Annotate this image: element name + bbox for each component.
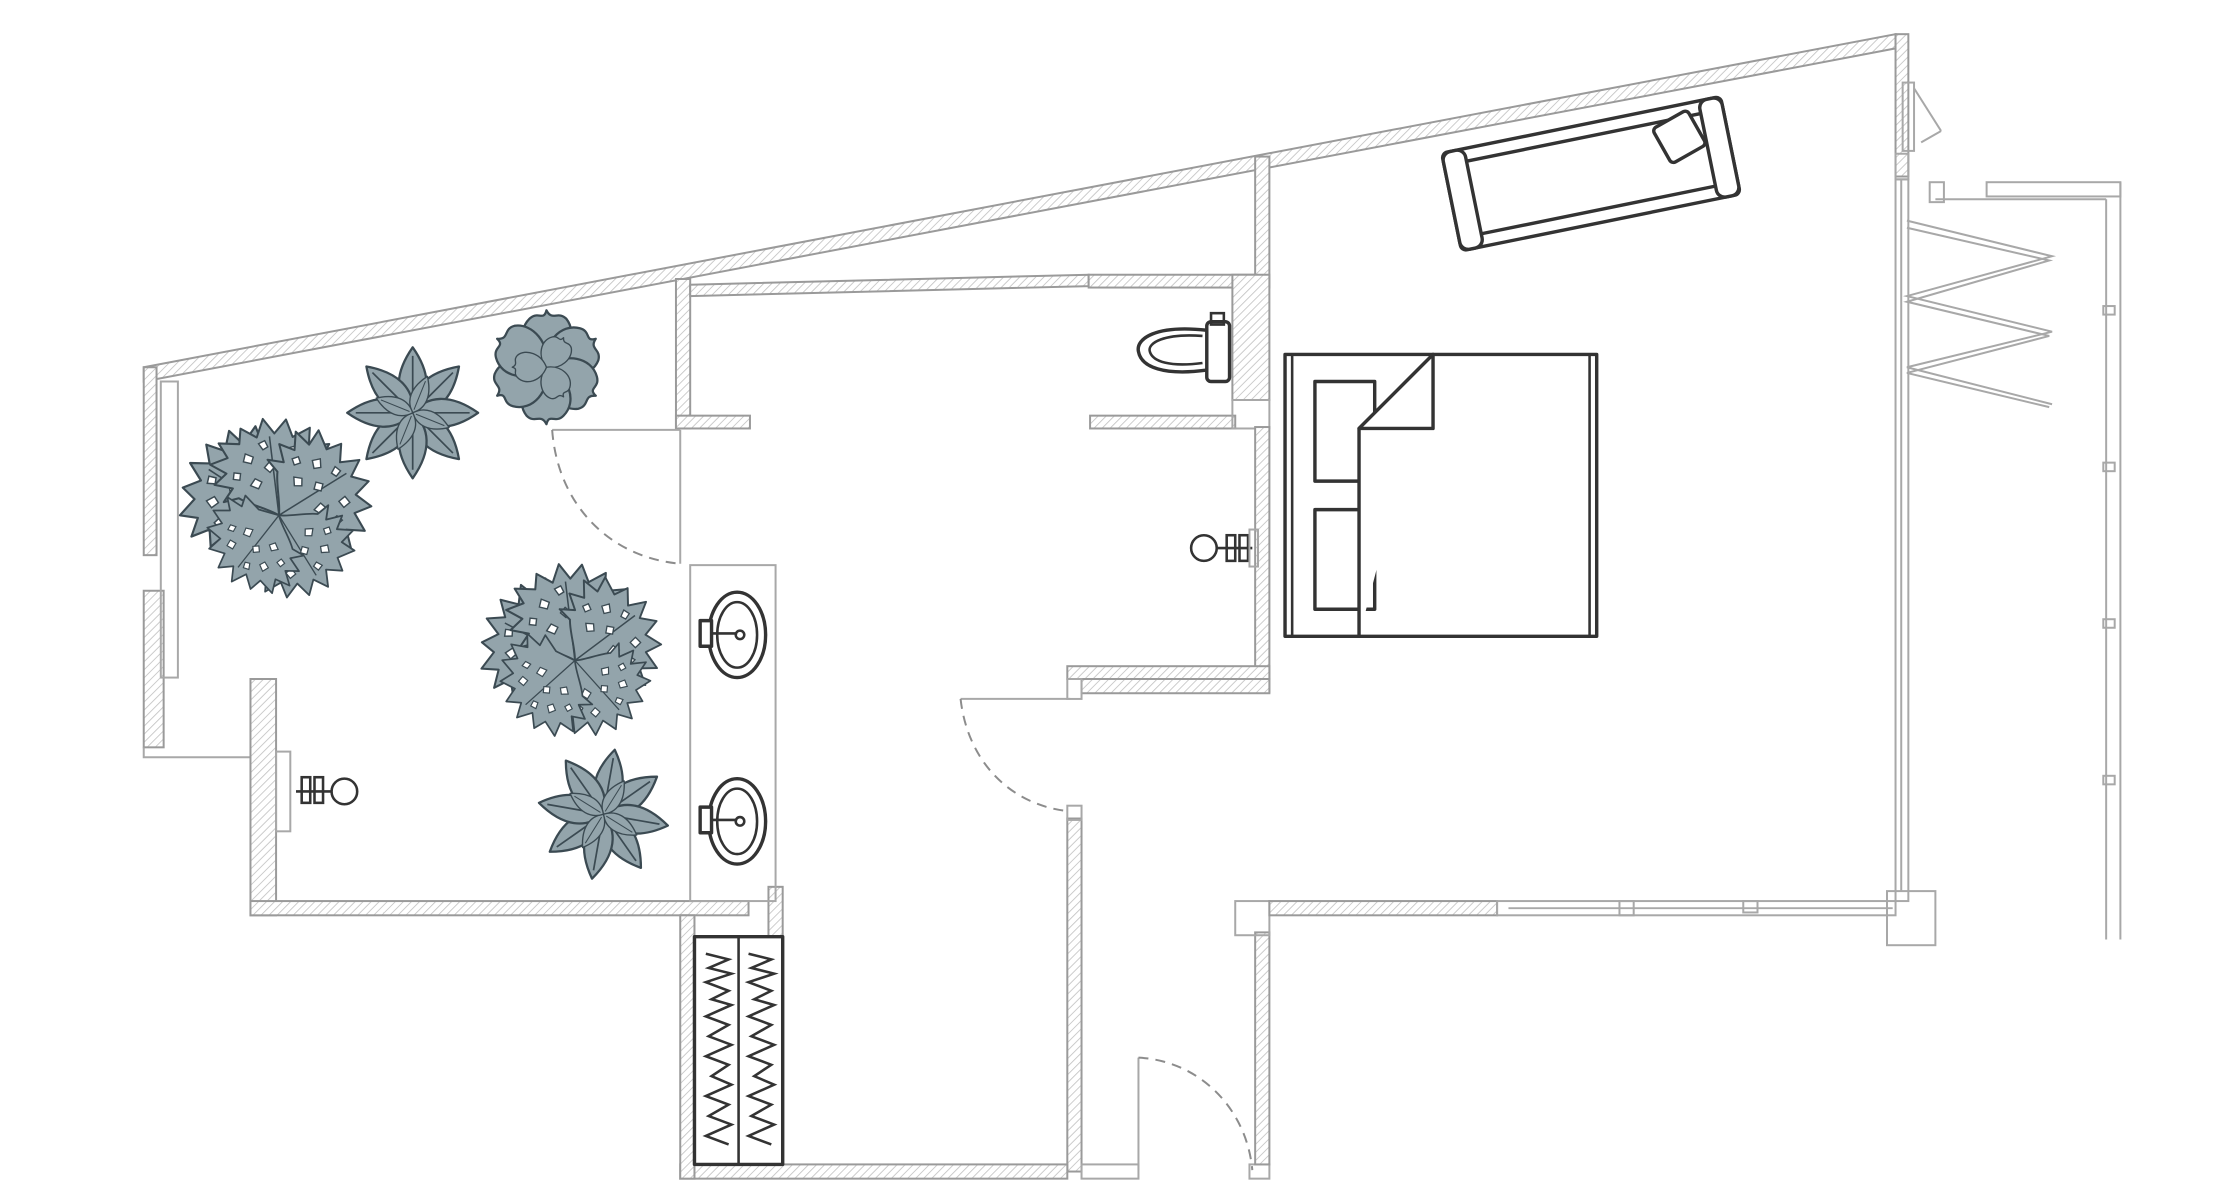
- doors: [551, 428, 1254, 1171]
- walls: [142, 32, 2122, 1180]
- succulent-plant-icon: [535, 746, 672, 883]
- windows: [1901, 81, 2057, 409]
- washbasin-icon: [698, 590, 768, 680]
- bed-icon: [1283, 352, 1599, 639]
- shower-icon: [1189, 528, 1259, 568]
- round-succulent-plant-icon: [483, 309, 610, 426]
- sofa-icon: [1440, 95, 1742, 252]
- monstera-plant-icon: [457, 555, 686, 758]
- shower-icon: [275, 750, 359, 833]
- toilet-icon: [1136, 311, 1232, 384]
- succulent-plant-icon: [346, 346, 480, 480]
- washbasin-icon: [698, 776, 768, 866]
- monstera-plant-icon: [154, 399, 397, 620]
- wardrobe-icon: [692, 934, 785, 1167]
